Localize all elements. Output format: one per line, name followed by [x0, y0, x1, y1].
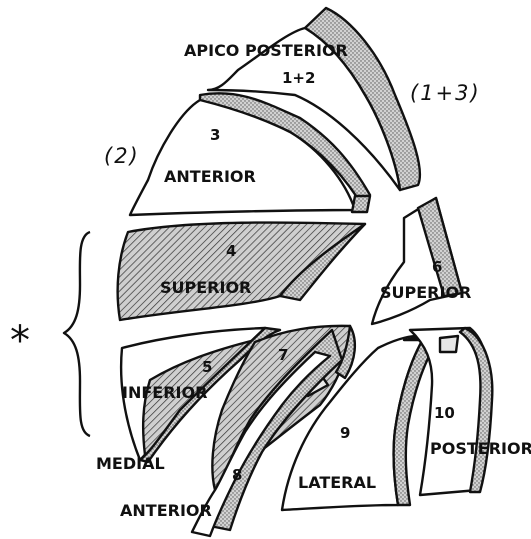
- label-lateral: LATERAL: [298, 473, 376, 492]
- number-apicoposterior: 1+2: [282, 69, 315, 87]
- label-inferior-lingular: INFERIOR: [122, 383, 207, 402]
- label-posterior: POSTERIOR: [430, 439, 531, 458]
- number-posterior: 10: [434, 404, 455, 422]
- label-superior-lower: SUPERIOR: [380, 283, 471, 302]
- number-anterior-lower: 8: [232, 466, 242, 484]
- label-superior-lingular: SUPERIOR: [160, 278, 251, 297]
- asterisk-mark: *: [10, 318, 30, 364]
- annotation-combined: (1+3): [410, 81, 481, 105]
- label-apicoposterior: APICO POSTERIOR: [184, 41, 348, 60]
- segment-superior-lower: [372, 198, 462, 324]
- label-anterior-lower: ANTERIOR: [120, 501, 212, 520]
- number-superior-lower: 6: [432, 258, 442, 276]
- annotation-alt-two: (2): [104, 144, 140, 168]
- number-lateral: 9: [340, 424, 350, 442]
- brace-bracket: [64, 232, 90, 436]
- label-medial: MEDIAL: [96, 454, 165, 473]
- number-medial: 7: [278, 346, 288, 364]
- label-anterior-upper: ANTERIOR: [164, 167, 256, 186]
- segment-superior-lingular: [118, 222, 365, 320]
- number-anterior-upper: 3: [210, 126, 220, 144]
- number-inferior-lingular: 5: [202, 358, 212, 376]
- number-superior-lingular: 4: [226, 242, 236, 260]
